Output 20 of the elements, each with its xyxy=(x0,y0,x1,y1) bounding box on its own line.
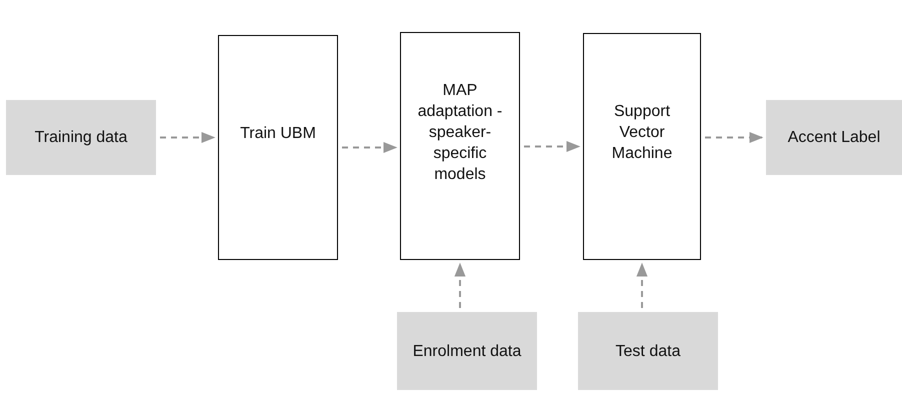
node-label: Support Vector Machine xyxy=(610,102,674,164)
process-box xyxy=(218,35,338,260)
arrow xyxy=(524,140,580,152)
arrow xyxy=(342,142,398,154)
node-label: Train UBM xyxy=(240,124,316,144)
data-box xyxy=(766,100,902,175)
data-box xyxy=(578,312,718,390)
data-box xyxy=(397,312,537,390)
data-box xyxy=(6,100,156,175)
arrow xyxy=(454,262,466,308)
process-box xyxy=(400,32,520,260)
arrow xyxy=(636,262,648,308)
node-label: Accent Label xyxy=(788,128,880,148)
node-label: Training data xyxy=(34,128,128,148)
node-label: Test data xyxy=(616,342,680,362)
node-label: Enrolment data xyxy=(412,342,522,362)
arrow xyxy=(705,132,764,144)
arrow xyxy=(160,132,216,144)
process-box xyxy=(583,33,701,260)
node-label: MAP adaptation - speaker-specific models xyxy=(416,80,504,184)
